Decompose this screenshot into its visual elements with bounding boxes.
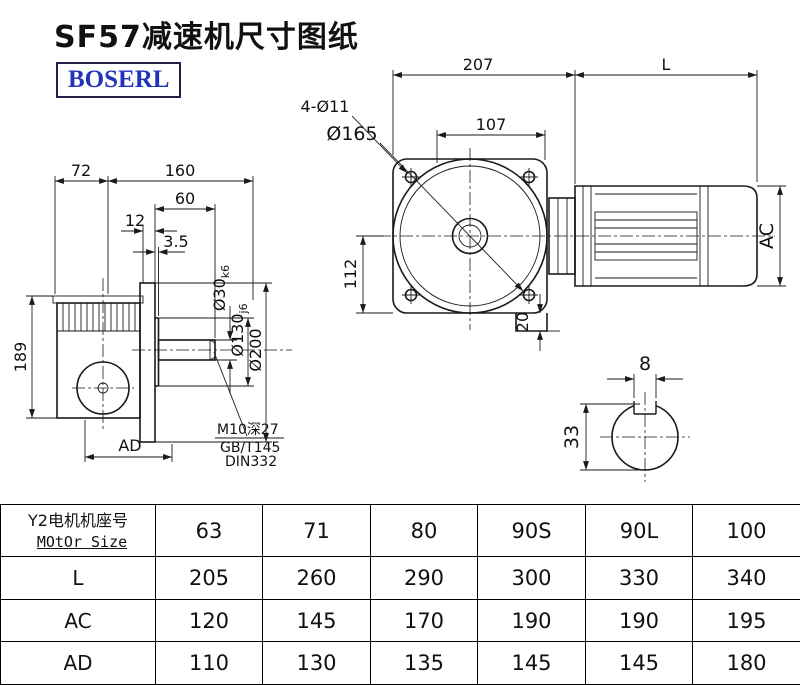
row-label-AD: AD — [1, 642, 156, 685]
front-view: 207 L 107 4-Ø11 Ø165 112 20 AC — [301, 55, 786, 351]
dim-AC: AC — [756, 223, 778, 249]
dim-8: 8 — [639, 353, 651, 375]
size-col-90L: 90L — [586, 505, 693, 557]
dim-60: 60 — [175, 189, 195, 208]
dim-3p5: 3.5 — [163, 232, 188, 251]
cell: 340 — [693, 557, 800, 600]
dim-112: 112 — [341, 259, 360, 290]
size-col-90S: 90S — [478, 505, 586, 557]
table-row-AD: AD 110 130 135 145 145 180 — [1, 642, 800, 685]
technical-drawing: 72 160 60 12 3.5 189 AD Ø30k6 Ø130j6 Ø20… — [0, 0, 800, 504]
dim-dia30k6: Ø30k6 — [210, 265, 232, 311]
cell: 135 — [371, 642, 478, 685]
dim-dia200: Ø200 — [246, 328, 265, 371]
header-motor-size: Y2电机机座号 MOtOr Size — [1, 505, 156, 557]
header-line1: Y2电机机座号 — [1, 510, 155, 532]
cell: 290 — [371, 557, 478, 600]
cell: 110 — [156, 642, 263, 685]
cell: 195 — [693, 600, 800, 642]
note-m10: M10深27 — [217, 422, 279, 438]
table-row-L: L 205 260 290 300 330 340 — [1, 557, 800, 600]
row-label-L: L — [1, 557, 156, 600]
table-row-AC: AC 120 145 170 190 190 195 — [1, 600, 800, 642]
cell: 145 — [263, 600, 371, 642]
cell: 145 — [478, 642, 586, 685]
shaft-section-view: 8 33 — [561, 353, 690, 482]
dim-189: 189 — [11, 342, 30, 373]
dim-33: 33 — [561, 425, 583, 449]
cell: 190 — [586, 600, 693, 642]
cell: 180 — [693, 642, 800, 685]
dim-L: L — [662, 55, 671, 74]
header-line2: MOtOr Size — [1, 532, 155, 552]
cell: 330 — [586, 557, 693, 600]
dim-dia165: Ø165 — [326, 123, 377, 145]
dim-20: 20 — [513, 312, 532, 332]
cell: 260 — [263, 557, 371, 600]
cell: 145 — [586, 642, 693, 685]
front-view-dimension-lines — [352, 70, 786, 351]
dim-207: 207 — [463, 55, 494, 74]
dim-107: 107 — [476, 115, 507, 134]
cell: 205 — [156, 557, 263, 600]
dim-160: 160 — [165, 161, 196, 180]
note-din: DIN332 — [225, 454, 277, 470]
size-col-63: 63 — [156, 505, 263, 557]
dim-4xdia11: 4-Ø11 — [301, 97, 350, 116]
housing-ribs — [57, 303, 140, 331]
cell: 120 — [156, 600, 263, 642]
left-view: 72 160 60 12 3.5 189 AD Ø30k6 Ø130j6 Ø20… — [11, 161, 292, 470]
row-label-AC: AC — [1, 600, 156, 642]
size-col-100: 100 — [693, 505, 800, 557]
motor-size-table: Y2电机机座号 MOtOr Size 63 71 80 90S 90L 100 … — [0, 504, 800, 685]
housing-cap — [53, 296, 143, 303]
cell: 170 — [371, 600, 478, 642]
size-col-71: 71 — [263, 505, 371, 557]
cell: 300 — [478, 557, 586, 600]
cell: 130 — [263, 642, 371, 685]
section-dimension-lines — [580, 374, 683, 470]
dim-72: 72 — [71, 161, 91, 180]
dim-ad: AD — [118, 436, 141, 455]
cell: 190 — [478, 600, 586, 642]
size-col-80: 80 — [371, 505, 478, 557]
table-header-row: Y2电机机座号 MOtOr Size 63 71 80 90S 90L 100 — [1, 505, 800, 557]
flange-plate — [140, 283, 155, 442]
dim-12: 12 — [125, 211, 145, 230]
